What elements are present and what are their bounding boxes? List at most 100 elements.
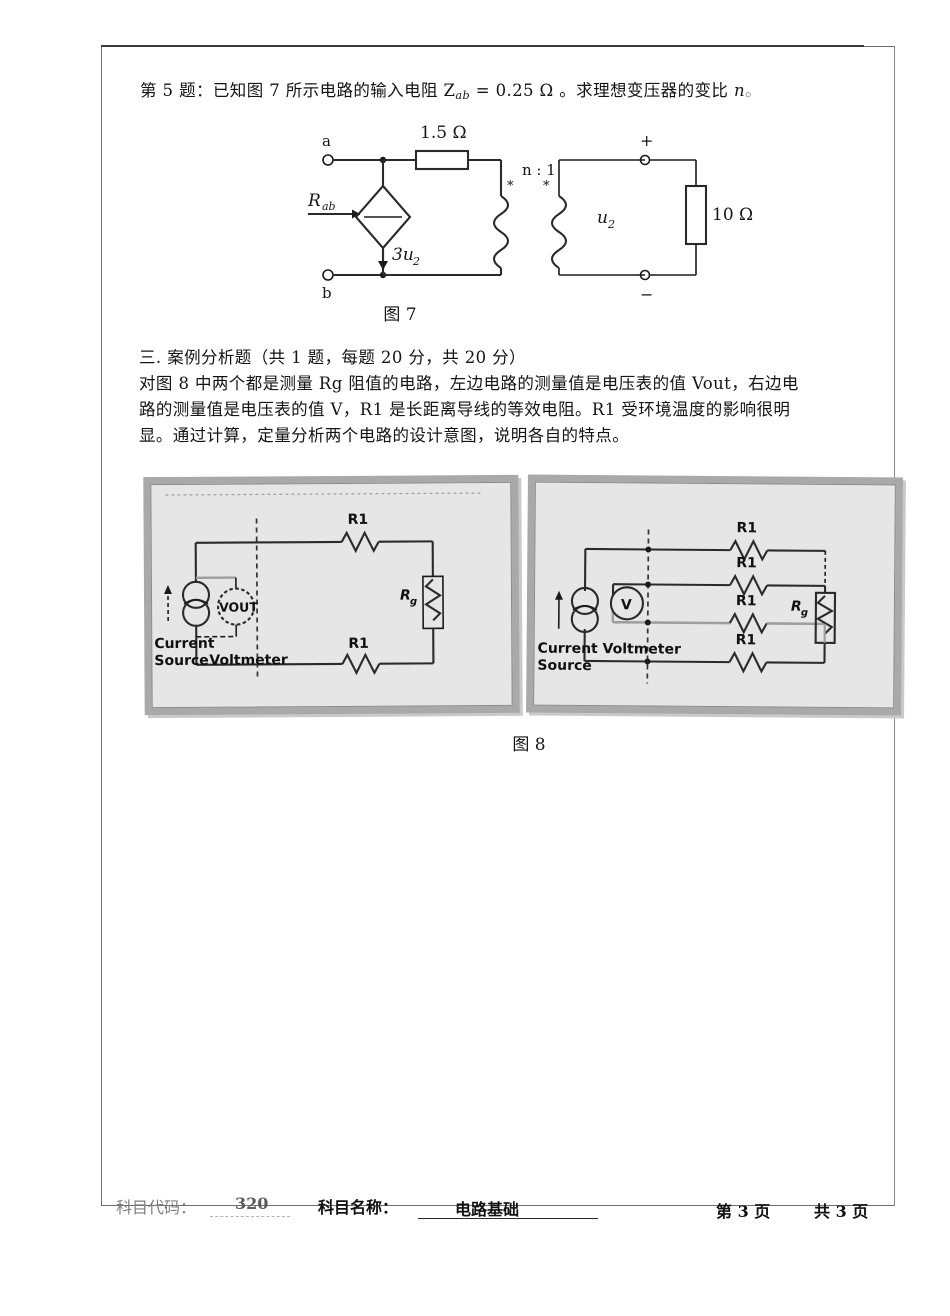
node-rail-2 bbox=[645, 581, 652, 588]
current-source-label-line-1: Current bbox=[538, 641, 599, 657]
sense-resistor-rg-subscript: g bbox=[410, 596, 417, 607]
transformer-secondary-coil bbox=[550, 195, 568, 269]
transformer-ratio-label: n : 1 bbox=[522, 161, 556, 179]
resistor-r1-rail-4 bbox=[728, 650, 768, 674]
resistor-r1-top-label: R1 bbox=[347, 512, 368, 528]
wire-top-left-rail bbox=[195, 541, 307, 544]
section-3-paragraph-line-3: 显。通过计算，定量分析两个电路的设计意图，说明各自的特点。 bbox=[139, 426, 630, 445]
sense-resistor-rg-zigzag bbox=[815, 595, 834, 635]
four-wire-circuit-svg: R1 R1 R1 R1 bbox=[537, 520, 837, 684]
source-arrow-head bbox=[378, 261, 388, 270]
figure-8-left-panel: R1 R g R1 bbox=[143, 474, 520, 716]
terminal-a-label: a bbox=[322, 132, 331, 150]
polarity-plus-label: + bbox=[640, 131, 653, 150]
section-3-paragraph-line-1: 对图 8 中两个都是测量 Rg 阻值的电路，左边电路的测量值是电压表的值 Vou… bbox=[139, 374, 799, 393]
node-rail-1 bbox=[645, 546, 652, 553]
wire-rail-1 bbox=[585, 547, 731, 552]
resistor-r1-top bbox=[340, 530, 380, 554]
terminal-b-node bbox=[322, 269, 334, 281]
sense-resistor-rg-box bbox=[422, 575, 445, 630]
question-5-equation: = 0.25 Ω 。求理想变压器的变比 bbox=[470, 81, 734, 100]
resistor-r1-rail-1-label: R1 bbox=[736, 520, 757, 536]
polarity-minus-label: − bbox=[640, 285, 653, 304]
sense-resistor-rg-subscript: g bbox=[801, 608, 808, 619]
figure-8-right-panel-inner: R1 R1 R1 R1 bbox=[533, 481, 896, 709]
section-3-block: 三. 案例分析题（共 1 题，每题 20 分，共 20 分） 对图 8 中两个都… bbox=[139, 345, 914, 449]
terminal-b-label: b bbox=[322, 284, 332, 302]
two-wire-circuit-svg: R1 R g R1 bbox=[154, 492, 482, 681]
terminal-a-node bbox=[322, 154, 334, 166]
figure-8-left-panel-inner: R1 R g R1 bbox=[150, 481, 513, 709]
node-rail-3 bbox=[644, 619, 651, 626]
subject-code-label: 科目代码： bbox=[116, 1198, 197, 1217]
figure-7-caption-wrap: 图 7 bbox=[0, 300, 800, 325]
dependent-source-subscript: 2 bbox=[412, 255, 420, 268]
output-node-plus bbox=[639, 154, 651, 166]
current-direction-arrow-head bbox=[163, 584, 172, 595]
current-source-circle-lower bbox=[570, 604, 599, 634]
dependent-source-label: 3u bbox=[392, 245, 414, 265]
current-source-circle-lower bbox=[182, 598, 211, 627]
figure-7-circuit: a b R ab 3u 2 1.5 Ω bbox=[300, 118, 760, 318]
figure-8-circuits: R1 R g R1 bbox=[143, 474, 914, 719]
load-resistor-label: 10 Ω bbox=[712, 205, 753, 225]
page-current-label: 第 3 页 bbox=[716, 1202, 771, 1221]
wire-rail-2 bbox=[613, 583, 731, 587]
figure-7-caption: 图 7 bbox=[383, 305, 417, 325]
wire-rail-3 bbox=[612, 620, 730, 625]
current-source-label-line-1: Current bbox=[154, 636, 215, 652]
current-source-wave bbox=[183, 599, 209, 605]
input-resistance-subscript: ab bbox=[322, 200, 336, 213]
subject-code-underline bbox=[210, 1216, 290, 1217]
scan-artifact-line bbox=[165, 492, 482, 496]
input-resistance-label: R bbox=[307, 191, 321, 211]
resistor-1p5-ohm bbox=[414, 149, 470, 171]
page-total-label: 共 3 页 bbox=[814, 1202, 869, 1221]
subject-name-value: 电路基础 bbox=[455, 1200, 520, 1219]
current-source-circle-upper bbox=[181, 580, 211, 609]
figure-8-right-panel: R1 R1 R1 R1 bbox=[526, 474, 903, 716]
voltmeter-circle bbox=[217, 587, 256, 626]
sense-resistor-rg-label: R bbox=[791, 599, 802, 615]
current-source-label-line-2: Source bbox=[537, 658, 591, 674]
subject-name-label: 科目名称： bbox=[318, 1198, 399, 1217]
sense-resistor-rg-zigzag bbox=[424, 578, 442, 622]
subject-code-value: 320 bbox=[235, 1194, 269, 1213]
output-node-minus bbox=[639, 269, 651, 281]
resistor-r1-rail-2-label: R1 bbox=[736, 555, 757, 571]
section-3-heading: 三. 案例分析题（共 1 题，每题 20 分，共 20 分） bbox=[139, 348, 526, 367]
resistor-r1-rail-3-label: R1 bbox=[736, 593, 757, 609]
figure-8-caption-wrap: 图 8 bbox=[144, 730, 914, 755]
question-5-period: 。 bbox=[744, 81, 762, 100]
voltmeter-reading-label: VOUT bbox=[219, 599, 258, 614]
transformer-dot-secondary: * bbox=[543, 179, 550, 194]
figure-8-caption: 图 8 bbox=[512, 735, 546, 755]
resistor-r1-rail-2 bbox=[729, 573, 768, 597]
current-source-circle-upper bbox=[570, 586, 599, 616]
resistor-r1-rail-4-label: R1 bbox=[736, 632, 757, 648]
transformer-primary-coil bbox=[492, 195, 510, 269]
resistor-r1-bottom bbox=[341, 652, 381, 676]
current-source-label-line-2: Source bbox=[154, 653, 208, 669]
resistor-1p5-ohm-label: 1.5 Ω bbox=[420, 123, 467, 143]
load-resistor-10-ohm bbox=[684, 184, 708, 246]
voltmeter-circle bbox=[609, 586, 644, 621]
question-5-prefix: 第 5 题：已知图 7 所示电路的输入电阻 Z bbox=[140, 81, 456, 100]
wire-bottom-left-rail bbox=[196, 662, 343, 666]
current-source-wave bbox=[572, 605, 598, 611]
subject-name-underline bbox=[418, 1218, 598, 1219]
resistor-r1-bottom-label: R1 bbox=[348, 636, 369, 652]
section-3-paragraph-line-2: 路的测量值是电压表的值 V，R1 是长距离导线的等效电阻。R1 受环境温度的影响… bbox=[139, 400, 791, 419]
question-5-statement: 第 5 题：已知图 7 所示电路的输入电阻 Zab = 0.25 Ω 。求理想变… bbox=[140, 78, 900, 108]
current-direction-arrow-head bbox=[554, 590, 563, 600]
resistor-r1-rail-1 bbox=[729, 538, 769, 562]
resistor-r1-rail-3 bbox=[728, 611, 768, 635]
node-rail-4 bbox=[644, 658, 651, 665]
question-5-subscript: ab bbox=[455, 89, 471, 103]
voltmeter-reading-label: V bbox=[621, 597, 632, 613]
input-resistance-arrow-head bbox=[352, 209, 360, 219]
question-5-variable: n bbox=[733, 81, 745, 100]
secondary-voltage-subscript: 2 bbox=[607, 218, 615, 231]
voltmeter-label: Voltmeter bbox=[209, 652, 288, 668]
sense-resistor-rg-label: R bbox=[400, 588, 411, 604]
